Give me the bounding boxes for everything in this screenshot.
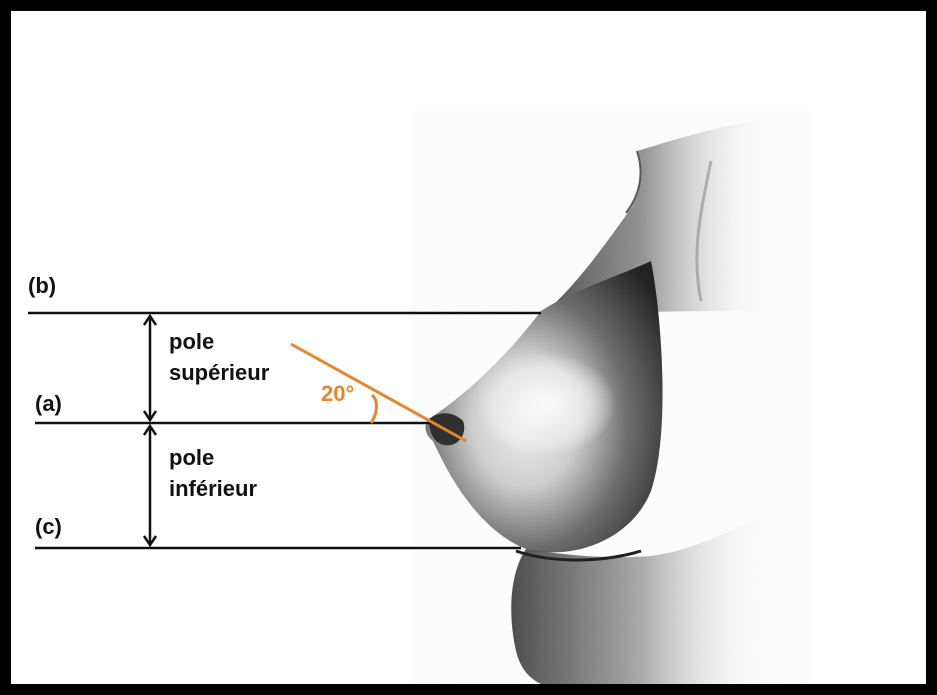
label-a: (a) [35,393,62,415]
angle-arc [371,395,376,423]
label-pole-inferieur: pole inférieur [169,443,257,505]
arrow-pole-superieur [144,316,156,420]
label-pole-superieur: pole supérieur [169,327,269,389]
label-pole-superieur-line2: supérieur [169,358,269,389]
breast-profile-illustration [11,11,926,684]
label-pole-superieur-line1: pole [169,327,269,358]
label-pole-inferieur-line2: inférieur [169,474,257,505]
arrow-pole-inferieur [144,426,156,545]
label-b: (b) [28,275,56,297]
label-pole-inferieur-line1: pole [169,443,257,474]
angle-label: 20° [321,383,354,405]
label-c: (c) [35,516,62,538]
